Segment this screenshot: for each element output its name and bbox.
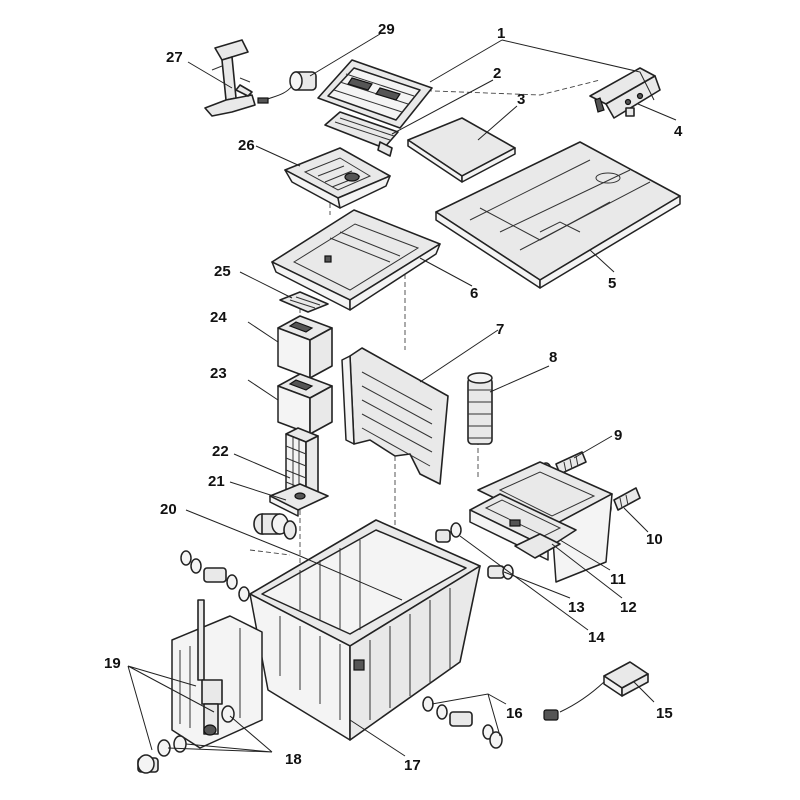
label-8: 8 (549, 349, 557, 366)
label-7: 7 (496, 321, 504, 338)
label-1: 1 (497, 25, 505, 42)
part-labels: 1 2 3 4 5 6 7 8 9 10 11 12 13 14 15 16 1… (104, 21, 683, 774)
part-23-foam (277, 373, 333, 435)
part-20-connector (253, 513, 297, 540)
label-22: 22 (212, 443, 229, 460)
part-16-fittings (422, 696, 503, 749)
label-16: 16 (506, 705, 523, 722)
part-2-grid (324, 111, 399, 157)
label-20: 20 (160, 501, 177, 518)
label-23: 23 (210, 365, 227, 382)
label-2: 2 (493, 65, 501, 82)
part-15-power-unit (543, 661, 649, 721)
part-13-connector (487, 564, 514, 580)
label-12: 12 (620, 599, 637, 616)
label-26: 26 (238, 137, 255, 154)
label-25: 25 (214, 263, 231, 280)
label-3: 3 (517, 91, 525, 108)
label-29: 29 (378, 21, 395, 38)
part-26-basket (284, 147, 391, 209)
label-14: 14 (588, 629, 605, 646)
part-7-ramp (341, 347, 449, 485)
label-10: 10 (646, 531, 663, 548)
part-25-plate (279, 291, 329, 313)
label-27: 27 (166, 49, 183, 66)
label-6: 6 (470, 285, 478, 302)
part-5-lid (435, 141, 681, 289)
part-6-tray (271, 209, 441, 311)
part-27-bracket (204, 39, 256, 117)
part-3-cover (407, 117, 516, 183)
label-15: 15 (656, 705, 673, 722)
part-11-side-chamber (477, 461, 613, 583)
part-17-main-box (249, 519, 481, 741)
label-9: 9 (614, 427, 622, 444)
label-13: 13 (568, 599, 585, 616)
label-4: 4 (674, 123, 683, 140)
part-29-pump (257, 71, 317, 104)
part-14-connector (435, 522, 462, 543)
part-8-cylinder (467, 372, 493, 445)
part-21-base (269, 483, 329, 517)
label-19: 19 (104, 655, 121, 672)
leader-lines (127, 33, 677, 757)
label-17: 17 (404, 757, 421, 774)
part-4-clip (589, 67, 661, 119)
part-12-insert (469, 493, 577, 561)
part-24-foam (277, 315, 333, 379)
label-11: 11 (610, 571, 626, 588)
label-18: 18 (285, 751, 302, 768)
label-24: 24 (210, 309, 227, 326)
part-1-top-tray (317, 59, 433, 129)
label-5: 5 (608, 275, 616, 292)
part-18-fittings (137, 550, 250, 774)
label-21: 21 (208, 473, 225, 490)
part-19-left-module (171, 599, 263, 749)
